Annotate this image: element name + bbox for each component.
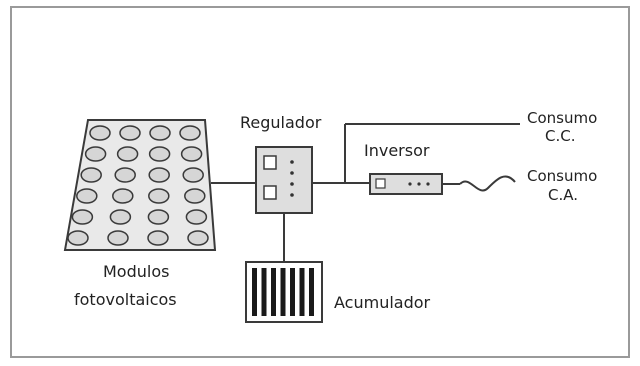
regulator-meter-bottom	[263, 185, 277, 200]
regulator-meter-top	[263, 155, 277, 170]
panel-cell	[184, 188, 206, 204]
ac-cable-wave	[459, 175, 516, 192]
panel-cell	[182, 167, 204, 183]
panel-cell	[148, 146, 171, 162]
panel-cell	[84, 146, 107, 162]
panel-cell	[148, 188, 170, 204]
consumo-ca-label: Consumo	[527, 167, 597, 185]
panel-cells	[67, 125, 209, 246]
panel-cell	[179, 125, 201, 141]
battery-plate	[299, 268, 305, 316]
regulator-led	[290, 171, 294, 175]
panel-cell	[80, 167, 102, 183]
panel-cell	[148, 167, 170, 183]
panel-cell	[76, 188, 98, 204]
panel-cell	[147, 209, 170, 225]
regulator-led	[290, 160, 294, 164]
panel-cell	[180, 146, 203, 162]
regulador-label: Regulador	[240, 113, 322, 132]
panel-cell	[147, 230, 169, 246]
panel-cell	[119, 125, 141, 141]
inverter-led	[426, 182, 430, 186]
panel-cell	[67, 230, 89, 246]
inverter-led	[417, 182, 421, 186]
battery-plates	[252, 268, 314, 316]
panel-cell	[112, 188, 134, 204]
panel-cell	[187, 230, 209, 246]
consumo-ca-type-label: C.A.	[548, 186, 578, 204]
inverter-display	[375, 178, 386, 189]
battery-plate	[261, 268, 267, 316]
battery-plate	[309, 268, 314, 316]
panel-cell	[116, 146, 139, 162]
acumulador-label: Acumulador	[334, 293, 431, 312]
battery-plate	[271, 268, 276, 316]
regulator-led	[290, 182, 294, 186]
panel-cell	[71, 209, 94, 225]
panel-cell	[107, 230, 129, 246]
consumo-cc-label: Consumo	[527, 109, 597, 127]
fotovoltaicos-label: fotovoltaicos	[74, 290, 177, 309]
panel-cell	[185, 209, 208, 225]
regulator-led	[290, 193, 294, 197]
panel-cell	[109, 209, 132, 225]
battery-plate	[290, 268, 295, 316]
inversor-label: Inversor	[364, 141, 430, 160]
battery-plate	[280, 268, 286, 316]
panel-cell	[114, 167, 136, 183]
panel-cell	[149, 125, 171, 141]
modulos-label: Modulos	[103, 262, 169, 281]
battery-plate	[252, 268, 257, 316]
consumo-cc-type-label: C.C.	[545, 127, 575, 145]
panel-cell	[89, 125, 111, 141]
inverter-led	[408, 182, 412, 186]
